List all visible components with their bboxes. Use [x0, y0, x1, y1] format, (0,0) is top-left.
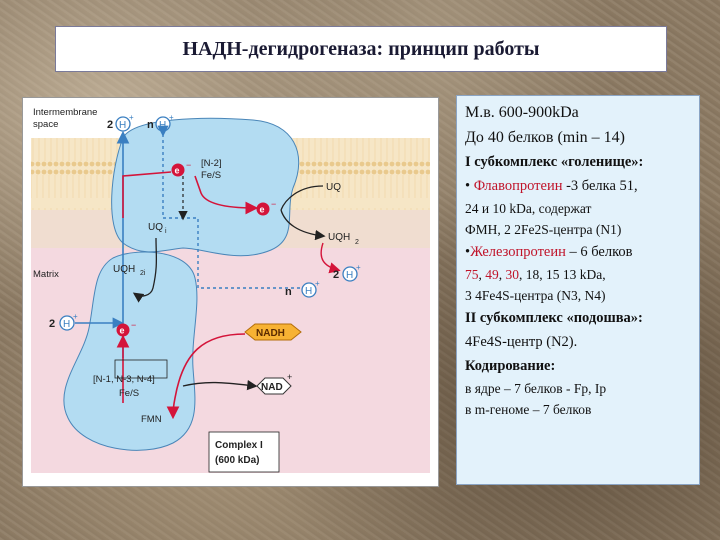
svg-text:+: +: [315, 279, 320, 288]
svg-text:H: H: [159, 120, 166, 131]
svg-text:+: +: [73, 312, 78, 321]
nad-badge: NAD +: [256, 372, 292, 395]
flavoprotein-line: • Флавопротеин -3 белка 51,: [465, 178, 638, 194]
n2-label: [N-2]: [201, 158, 222, 169]
svg-text:+: +: [356, 263, 361, 272]
svg-text:−: −: [186, 160, 191, 170]
flavoprotein-line-2: 24 и 10 kDa, содержат: [465, 201, 592, 216]
fmn-label: FMN: [141, 414, 162, 425]
uq-label: UQ: [326, 182, 341, 193]
electron-bottom: e −: [116, 320, 136, 337]
svg-text:−: −: [271, 199, 276, 209]
matrix-label: Matrix: [33, 269, 59, 280]
ferroprotein-line-3: 3 4Fe4S-центра (N3, N4): [465, 288, 606, 303]
svg-text:2: 2: [355, 239, 359, 246]
svg-text:+: +: [129, 113, 134, 122]
electron-top: e −: [171, 160, 191, 177]
svg-text:i: i: [165, 228, 167, 235]
svg-text:NAD: NAD: [261, 382, 283, 393]
right-proton: 2 H +: [333, 263, 361, 282]
svg-text:2: 2: [333, 269, 339, 281]
n-cluster-box: [114, 359, 168, 379]
info-panel: М.в. 600-900kDa До 40 белков (min – 14) …: [456, 95, 700, 485]
svg-text:UQH: UQH: [113, 264, 135, 275]
svg-text:NADH: NADH: [256, 328, 285, 339]
ferroprotein-line: •Железопротеин – 6 белков: [465, 244, 633, 260]
uqh2-label: UQH 2: [328, 232, 359, 246]
svg-text:e: e: [175, 166, 180, 176]
proton-path-right-dotted: [157, 125, 301, 289]
coding-title: Кодирование:: [465, 358, 556, 374]
svg-text:n: n: [285, 286, 292, 298]
protein-count: До 40 белков (min – 14): [465, 129, 625, 146]
coding-line-1: в ядре – 7 белков - Fp, Ip: [465, 381, 607, 396]
top-proton-left: 2 H +: [107, 113, 134, 132]
svg-text:UQ: UQ: [148, 222, 163, 233]
electron-path-to-uq: [122, 171, 172, 218]
svg-text:2i: 2i: [140, 270, 146, 277]
membrane-arm: [111, 117, 300, 257]
subcomplex-2-title: II субкомплекс «подошва»:: [465, 310, 643, 326]
peripheral-arm: [63, 251, 198, 451]
uqi-label: UQ i: [148, 222, 167, 235]
electron-middle: e −: [256, 199, 276, 216]
complex-label-box: [208, 431, 280, 473]
molecular-weight: М.в. 600-900kDa: [465, 104, 579, 121]
svg-text:H: H: [305, 286, 312, 297]
coding-line-2: в m-геноме – 7 белков: [465, 402, 592, 417]
svg-text:e: e: [260, 205, 265, 215]
svg-text:UQH: UQH: [328, 232, 350, 243]
svg-text:H: H: [119, 120, 126, 131]
svg-text:2: 2: [49, 318, 55, 330]
left-proton: 2 H +: [49, 312, 78, 331]
complex-i-diagram: Intermembrane space Matrix 2 H + n H + e…: [22, 97, 439, 487]
subcomplex-1-title: I субкомплекс «голенище»:: [465, 154, 644, 170]
svg-text:+: +: [287, 372, 292, 382]
matrix-proton-n: n H +: [285, 279, 320, 298]
svg-text:+: +: [169, 113, 174, 122]
intermembrane-label-1: Intermembrane: [33, 107, 97, 118]
ferroprotein-line-2: 75, 49, 30, 18, 15 13 kDa,: [465, 267, 606, 282]
flavoprotein-name: Флавопротеин: [473, 178, 563, 194]
svg-text:H: H: [63, 319, 70, 330]
subcomplex-2-text: 4Fe4S-центр (N2).: [465, 334, 578, 350]
svg-text:H: H: [346, 270, 353, 281]
complex-label-1: Complex I: [215, 440, 263, 451]
fes-label-bottom: Fe/S: [119, 388, 139, 399]
svg-text:−: −: [131, 320, 136, 330]
uqh2i-label: UQH 2i: [113, 264, 146, 277]
svg-text:2: 2: [107, 119, 113, 131]
svg-text:n: n: [147, 119, 154, 131]
complex-label-2: (600 kDa): [215, 455, 259, 466]
flavoprotein-line-3: ФМН, 2 2Fe2S-центра (N1): [465, 222, 622, 237]
fes-label-top: Fe/S: [201, 170, 221, 181]
page-title: НАДН-дегидрогеназа: принцип работы: [55, 26, 667, 72]
nadh-badge: NADH: [244, 323, 302, 341]
intermembrane-label-2: space: [33, 119, 58, 130]
svg-text:e: e: [120, 326, 125, 336]
n-cluster-label: [N-1, N-3, N-4]: [93, 374, 155, 385]
ferroprotein-name: Железопротеин: [470, 244, 566, 260]
